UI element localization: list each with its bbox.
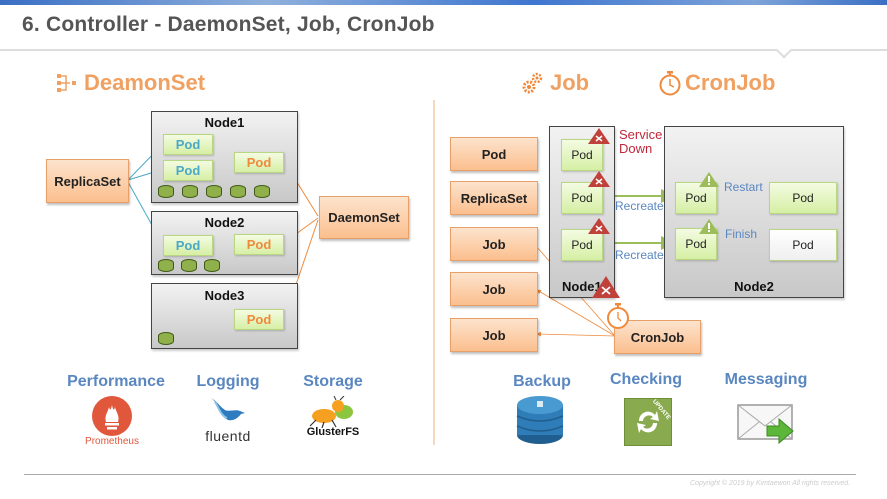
replica-pod: Pod	[163, 160, 213, 181]
recreate-label: Recreate	[615, 248, 664, 262]
disk-group	[158, 185, 270, 198]
cronjob-title: CronJob	[685, 70, 776, 95]
node2-label: Node2	[204, 215, 245, 230]
daemon-pod: Pod	[234, 152, 284, 173]
disk-icon	[158, 332, 174, 345]
service-down-text: Service Down	[619, 128, 662, 156]
top-accent-bar	[0, 0, 887, 5]
disk-icon	[204, 259, 220, 272]
usecase-storage-label: Storage	[303, 373, 363, 390]
node3-label: Node3	[204, 288, 245, 303]
job-node1-label: Node1	[562, 279, 602, 294]
daemonset-heading: DeamonSet	[56, 70, 205, 96]
title-divider	[0, 49, 887, 51]
restarted-pod: Pod	[769, 182, 837, 214]
disk-icon	[230, 185, 246, 198]
disk-group	[158, 332, 174, 345]
failed-pod: Pod	[561, 182, 603, 214]
daemonset-box: DaemonSet	[319, 196, 409, 239]
disk-icon	[158, 259, 174, 272]
stopwatch-icon	[658, 70, 682, 96]
controller-job-box: Job	[450, 318, 538, 352]
cronjob-box: CronJob	[614, 320, 701, 354]
failed-pod: Pod	[561, 139, 603, 171]
controller-replicaset-box: ReplicaSet	[450, 181, 538, 215]
daemon-pod: Pod	[234, 309, 284, 330]
disk-icon	[254, 185, 270, 198]
footer-divider	[24, 474, 856, 475]
service-down-line2: Down	[619, 141, 653, 156]
fluentd-logo-text: fluentd	[205, 428, 251, 444]
usecase-messaging-label: Messaging	[724, 371, 808, 388]
copyright-text: Copyright © 2019 by Kimtaewon All rights…	[690, 480, 851, 487]
cronjob-stopwatch-icon	[606, 302, 630, 335]
failed-pod: Pod	[561, 229, 603, 261]
controller-pod-box: Pod	[450, 137, 538, 171]
job-node1-box: Pod Pod Pod Node1	[549, 126, 615, 298]
title-divider-notch	[775, 41, 793, 59]
disk-icon	[182, 185, 198, 198]
recreate-label: Recreate	[615, 199, 664, 213]
disk-group	[158, 259, 220, 272]
hierarchy-icon	[56, 72, 78, 94]
controller-job-box: Job	[450, 227, 538, 261]
section-divider	[433, 100, 435, 445]
page-title: 6. Controller - DaemonSet, Job, CronJob	[22, 13, 435, 36]
node1-label: Node1	[204, 115, 245, 130]
error-icon	[588, 171, 610, 192]
gears-icon	[522, 72, 544, 94]
node1-box: Node1 Pod Pod Pod	[151, 111, 298, 203]
database-icon	[515, 395, 565, 452]
daemon-pod: Pod	[234, 234, 284, 255]
envelope-icon	[737, 404, 797, 449]
restart-label: Restart	[724, 180, 763, 194]
usecase-logging-label: Logging	[196, 373, 260, 390]
error-icon	[588, 128, 610, 149]
replicaset-box: ReplicaSet	[46, 159, 129, 203]
fluentd-bird-icon	[207, 396, 247, 430]
recreated-pod: Pod	[675, 182, 717, 214]
job-node2-label: Node2	[734, 279, 774, 294]
usecase-checking-label: Checking	[609, 371, 682, 388]
node3-box: Node3 Pod	[151, 283, 298, 349]
arrow-cronjob-job3	[536, 331, 616, 337]
job-heading: Job	[522, 70, 589, 96]
disk-icon	[206, 185, 222, 198]
prometheus-icon	[92, 396, 132, 436]
controller-job-box: Job	[450, 272, 538, 306]
usecase-backup-label: Backup	[513, 373, 571, 390]
warning-icon	[699, 172, 719, 192]
job-title: Job	[550, 70, 590, 95]
job-node2-box: Pod Pod Pod Pod Node2	[664, 126, 844, 298]
disk-icon	[181, 259, 197, 272]
usecase-performance-label: Performance	[67, 373, 165, 390]
glusterfs-logo-text: GlusterFS	[306, 426, 360, 438]
warning-icon	[699, 219, 719, 239]
service-down-line1: Service	[619, 127, 663, 142]
finish-label: Finish	[725, 227, 758, 241]
replica-pod: Pod	[163, 235, 213, 256]
prometheus-logo-text: Prometheus	[85, 436, 139, 447]
update-icon: UPDATE	[624, 398, 672, 446]
node2-box: Node2 Pod Pod	[151, 211, 298, 275]
replica-pod: Pod	[163, 134, 213, 155]
disk-icon	[158, 185, 174, 198]
daemonset-title: DeamonSet	[84, 70, 206, 95]
node-down-error-icon	[592, 276, 620, 303]
cronjob-heading: CronJob	[658, 70, 775, 96]
glusterfs-ant-icon	[306, 395, 360, 429]
finished-pod: Pod	[769, 229, 837, 261]
error-icon	[588, 218, 610, 239]
